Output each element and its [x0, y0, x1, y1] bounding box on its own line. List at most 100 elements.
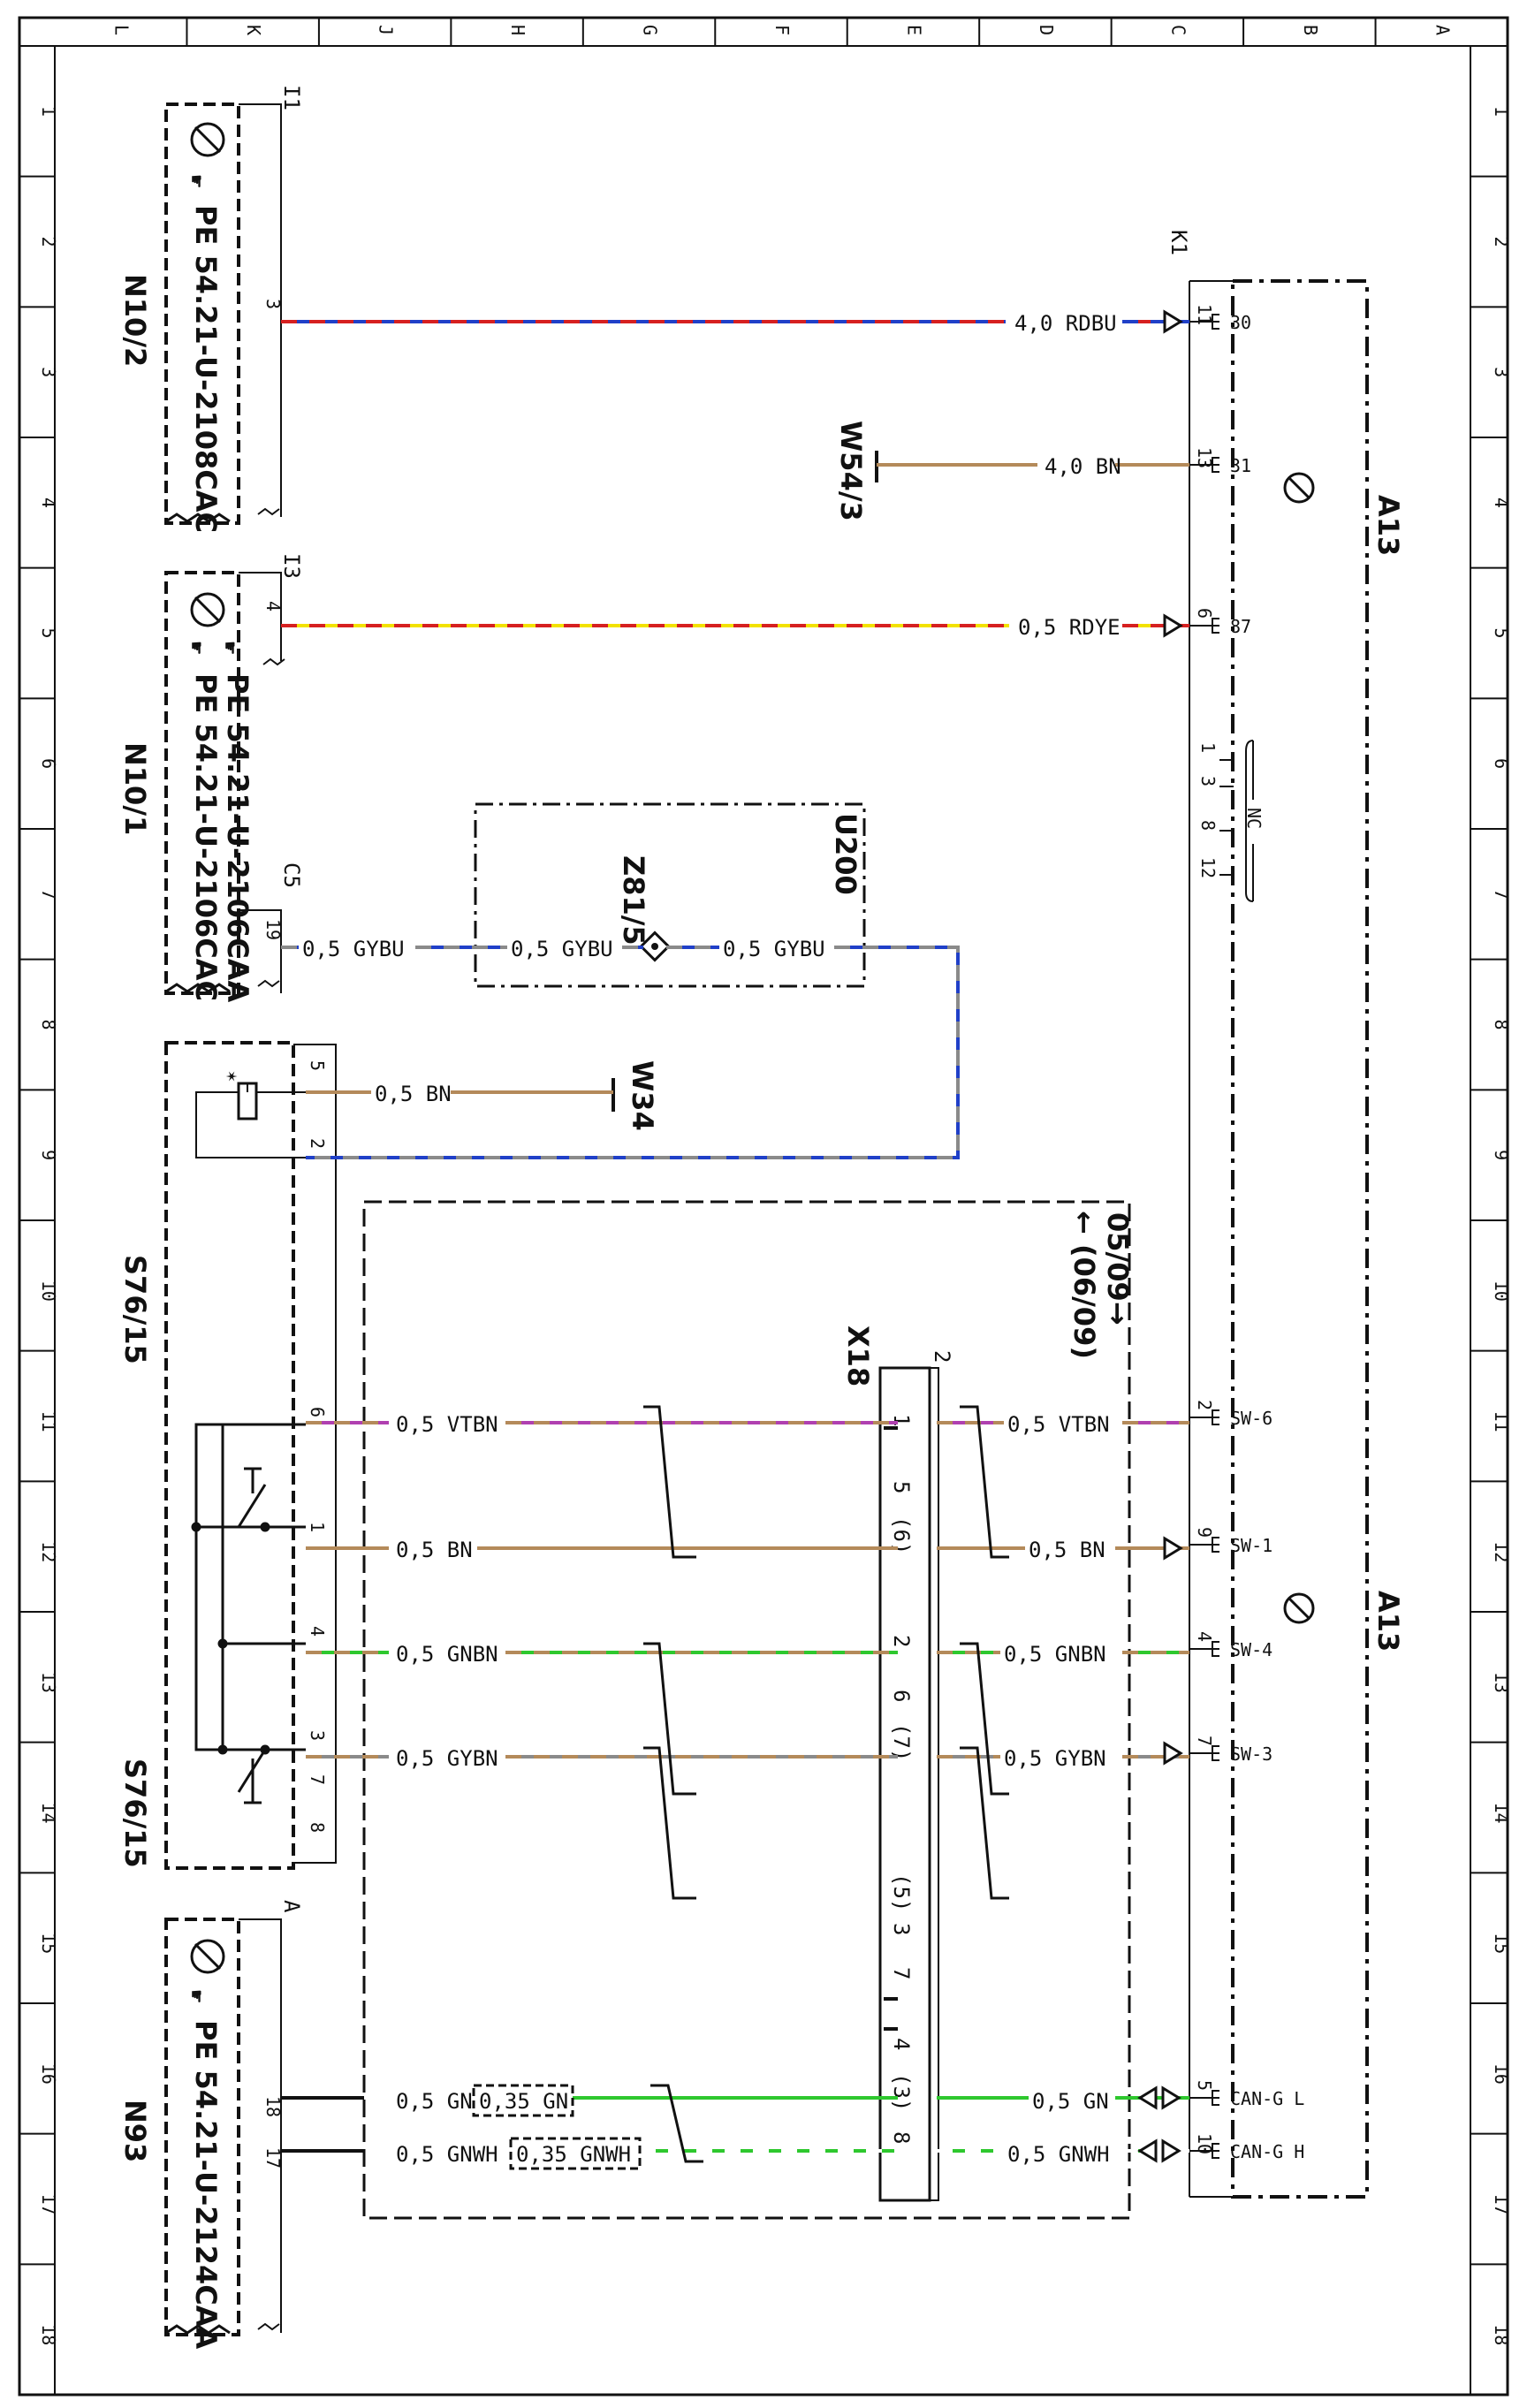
- n10-2-label: N10/2: [118, 274, 152, 367]
- a13-pin-socket-1: [1212, 457, 1219, 473]
- row-label-right-5: 5: [1491, 628, 1512, 639]
- wire-label-gn-box: 0,35 GN: [479, 2089, 568, 2114]
- x18-label: X18: [841, 1326, 875, 1386]
- col-label-C: C: [1167, 25, 1189, 35]
- row-label-right-17: 17: [1491, 2194, 1512, 2215]
- a13-pin-name-0: 30: [1230, 312, 1251, 333]
- a13-pin-name-6: SW-3: [1230, 1743, 1272, 1765]
- row-label-right-16: 16: [1491, 2063, 1512, 2085]
- pin-arrows: [1137, 309, 1183, 2163]
- variant-area: 05/09→ ← (06/09): [362, 1200, 1135, 2220]
- a13-pin-socket-2: [1212, 618, 1219, 634]
- s76-15-pin2: 2: [307, 1138, 328, 1149]
- wire-label-gnwh-box: 0,35 GNWH: [516, 2142, 631, 2167]
- n10-1-label: N10/1: [118, 742, 152, 835]
- n10-1-connector-i3: I3: [279, 553, 304, 579]
- arrow-can-right-0: [1161, 2085, 1181, 2110]
- s76-15-pin4: 4: [307, 1626, 328, 1637]
- twist-right-1: [960, 1642, 1009, 1796]
- row-label-right-14: 14: [1491, 1803, 1512, 1824]
- s76-15-module: S76/15 S76/15 ✶ 5 2 6 1 4: [118, 1041, 337, 1870]
- a13-pin-number-9: 9: [1194, 1527, 1215, 1538]
- frame-border: [18, 16, 1509, 2397]
- a13-ground-symbol-bottom: [1283, 1592, 1315, 1624]
- a13-pin-name-7: CAN-G L: [1230, 2088, 1304, 2109]
- row-label-right-13: 13: [1491, 1672, 1512, 1693]
- wire-label-gnwh-left: 0,5 GNWH: [396, 2142, 498, 2167]
- arrow-can-right-1: [1161, 2138, 1181, 2163]
- wire-label-rdbu: 4,0 RDBU: [1014, 311, 1117, 336]
- a13-pin-number-7: 7: [1194, 1736, 1215, 1746]
- n10-1-pin4: 4: [262, 601, 284, 611]
- row-label-left-8: 8: [38, 1020, 59, 1030]
- arrow-in-3: [1163, 1741, 1183, 1766]
- twist-left-2: [643, 1746, 696, 1900]
- x18-pin-3: 2: [889, 1635, 914, 1647]
- twist-left-0: [643, 1405, 696, 1559]
- arrow-in-1: [1163, 613, 1183, 638]
- n10-1-hand-icon-a: ☛: [184, 642, 209, 654]
- row-label-left-14: 14: [38, 1803, 59, 1824]
- n93-ground-symbol: [190, 1939, 225, 1974]
- n10-2-hand-icon: ☛: [184, 175, 209, 187]
- s76-15-pin8: 8: [307, 1822, 328, 1833]
- wires: [281, 309, 1189, 2163]
- row-label-right-12: 12: [1491, 1541, 1512, 1562]
- row-label-left-9: 9: [38, 1150, 59, 1160]
- u200-label: U200: [829, 813, 862, 895]
- wire-label-bn-w34: 0,5 BN: [375, 1082, 452, 1106]
- n10-1-pin19: 19: [262, 919, 284, 940]
- x18-pin-6: (5): [889, 1873, 914, 1911]
- z81-5-label: Z81/5: [617, 855, 650, 946]
- nc-pin-1: 1: [1197, 742, 1219, 753]
- wire-label-gybu-b: 0,5 GYBU: [511, 937, 613, 961]
- row-label-left-17: 17: [38, 2194, 59, 2215]
- wire-labels: 4,0 RDBU 4,0 BN 0,5 RDYE 0,5 GYBU 0,5 GY…: [302, 311, 1121, 2170]
- col-label-L: L: [111, 25, 133, 35]
- n93-module: ☛ PE 54.21-U-2124CAA N93 A 18 17: [118, 1900, 304, 2350]
- n10-2-ref: PE 54.21-U-2108CAC: [189, 205, 223, 533]
- a13-pin-socket-3: [1212, 1409, 1219, 1425]
- col-label-G: G: [640, 25, 661, 35]
- wire-label-gn-right: 0,5 GN: [1032, 2089, 1109, 2114]
- variant-line-2: ← (06/09): [1067, 1211, 1101, 1359]
- wire-box-gnwh: [509, 2137, 642, 2170]
- s76-15-pin5: 5: [307, 1060, 328, 1071]
- a13-pin-name-1: 31: [1230, 455, 1251, 476]
- a13-pin-name-8: CAN-G H: [1230, 2141, 1304, 2162]
- arrow-can-left-0: [1137, 2085, 1158, 2110]
- wire-label-gybu-a: 0,5 GYBU: [302, 937, 405, 961]
- w34-label: W34: [626, 1060, 659, 1131]
- a13-pin-socket-4: [1212, 1537, 1219, 1553]
- w54-3-ground: W54/3: [834, 421, 878, 521]
- nc-pin-12: 12: [1197, 857, 1219, 878]
- a13-pin-number-6: 6: [1194, 608, 1215, 619]
- a13-pin-number-2: 2: [1194, 1400, 1215, 1410]
- row-label-left-18: 18: [38, 2324, 59, 2345]
- a13-pin-number-11: 11: [1194, 304, 1215, 325]
- n10-1-connector-c5: C5: [279, 862, 304, 888]
- nc-pin-3: 3: [1197, 776, 1219, 786]
- wire-label-gybn-right: 0,5 GYBN: [1004, 1746, 1106, 1771]
- twist-markers: [643, 1405, 1009, 2163]
- s76-15-pin6: 6: [307, 1407, 328, 1417]
- row-label-right-2: 2: [1491, 237, 1512, 247]
- s76-15-led-icon: ✶: [222, 1071, 243, 1082]
- wire-label-rdye: 0,5 RDYE: [1018, 615, 1121, 640]
- row-label-right-3: 3: [1491, 367, 1512, 377]
- row-label-right-6: 6: [1491, 758, 1512, 769]
- row-label-left-15: 15: [38, 1933, 59, 1954]
- row-label-right-7: 7: [1491, 889, 1512, 900]
- x18-connector: X18 2 15(6)26(7)(5)374(3)8: [841, 1326, 954, 2202]
- nc-label: NC: [1243, 808, 1265, 829]
- a13-pin-name-3: SW-6: [1230, 1408, 1272, 1429]
- twist-right-2: [960, 1746, 1009, 1900]
- wire-label-gnwh-right: 0,5 GNWH: [1007, 2142, 1110, 2167]
- a13-label-bottom: A13: [1371, 1591, 1405, 1652]
- col-label-H: H: [507, 25, 528, 35]
- twist-left-1: [643, 1642, 696, 1796]
- n10-2-connector: I1: [279, 85, 304, 110]
- x18-pin-1: 5: [889, 1481, 914, 1493]
